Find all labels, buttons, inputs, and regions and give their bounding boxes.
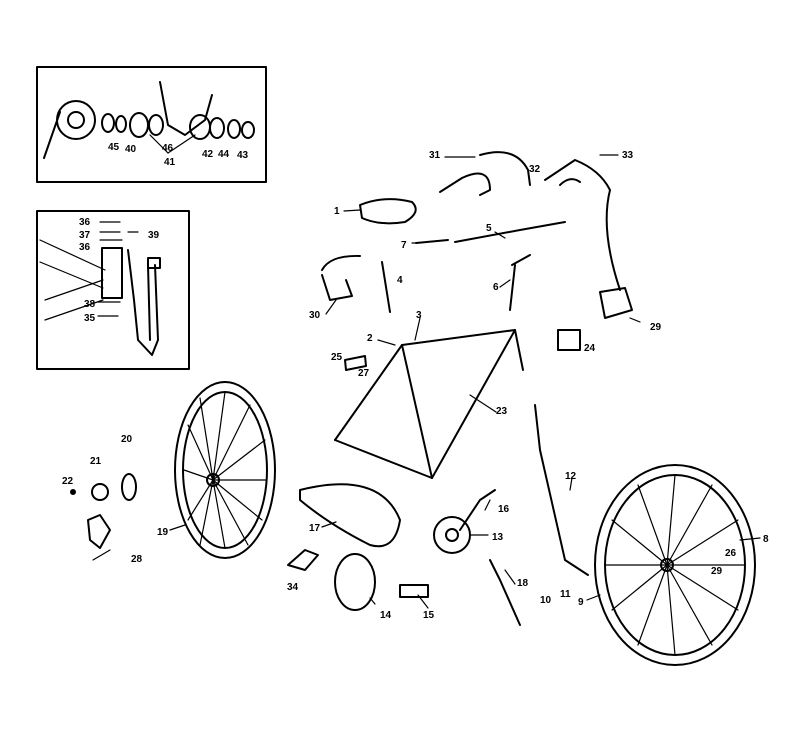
- brake-cable-right: [544, 159, 621, 291]
- shift-lever: [287, 549, 319, 571]
- label-17: 17: [309, 523, 321, 534]
- label-34: 34: [287, 582, 299, 593]
- label-41: 41: [164, 157, 176, 168]
- clamp: [344, 355, 367, 371]
- rear-brake-caliper: [321, 254, 361, 301]
- frame: [334, 329, 524, 479]
- label-8: 8: [763, 534, 769, 545]
- fork: [534, 404, 589, 576]
- label-11: 11: [560, 589, 571, 600]
- brake-lever-left: [439, 172, 491, 196]
- label-36-top: 36: [79, 217, 91, 228]
- reflector: [557, 329, 581, 351]
- label-35: 35: [84, 313, 96, 324]
- pedal: [399, 584, 429, 598]
- label-42: 42: [202, 149, 214, 160]
- grip: [415, 239, 449, 244]
- handlebar: [454, 221, 566, 243]
- label-30: 30: [309, 310, 321, 321]
- label-21: 21: [90, 456, 102, 467]
- label-33: 33: [622, 150, 634, 161]
- seat-post: [381, 261, 391, 313]
- rear-wheel: [174, 381, 276, 559]
- label-14: 14: [380, 610, 392, 621]
- label-10: 10: [540, 595, 552, 606]
- front-wheel: [594, 464, 756, 666]
- label-24: 24: [584, 343, 596, 354]
- label-39: 39: [148, 230, 160, 241]
- label-5: 5: [486, 223, 492, 234]
- label-16: 16: [498, 504, 510, 515]
- label-20: 20: [121, 434, 133, 445]
- label-38: 38: [84, 299, 96, 310]
- label-29-wheel: 29: [711, 566, 723, 577]
- freewheel: [91, 483, 109, 501]
- inset-bottom-bracket: [36, 66, 267, 183]
- label-25: 25: [331, 352, 343, 363]
- kickstand: [489, 559, 521, 626]
- leader-lines: [92, 154, 761, 609]
- label-27: 27: [358, 368, 370, 379]
- label-36-mid: 36: [79, 242, 91, 253]
- brake-cable-left: [479, 151, 531, 186]
- label-1: 1: [334, 206, 340, 217]
- label-46: 46: [162, 143, 174, 154]
- stem: [509, 254, 531, 311]
- chain: [334, 553, 376, 611]
- label-31: 31: [429, 150, 441, 161]
- label-18: 18: [517, 578, 529, 589]
- label-15: 15: [423, 610, 435, 621]
- label-22: 22: [62, 476, 74, 487]
- label-45: 45: [108, 142, 120, 153]
- freewheel-cover: [121, 473, 137, 501]
- label-12: 12: [565, 471, 577, 482]
- label-43: 43: [237, 150, 249, 161]
- label-23: 23: [496, 406, 508, 417]
- label-2: 2: [367, 333, 373, 344]
- label-40: 40: [125, 144, 137, 155]
- label-44: 44: [218, 149, 230, 160]
- label-3: 3: [416, 310, 422, 321]
- label-6: 6: [493, 282, 499, 293]
- label-9: 9: [578, 597, 584, 608]
- label-37: 37: [79, 230, 91, 241]
- label-32: 32: [529, 164, 541, 175]
- label-13: 13: [492, 532, 504, 543]
- label-28: 28: [131, 554, 143, 565]
- chain-guard: [299, 483, 401, 548]
- label-26: 26: [725, 548, 737, 559]
- derailleur: [87, 514, 111, 549]
- saddle: [359, 198, 417, 225]
- crank: [459, 489, 496, 531]
- label-7: 7: [401, 240, 407, 251]
- front-brake-caliper: [599, 287, 633, 319]
- label-29-brake: 29: [650, 322, 662, 333]
- inset-headset: [36, 210, 190, 370]
- label-4: 4: [397, 275, 403, 286]
- label-19: 19: [157, 527, 169, 538]
